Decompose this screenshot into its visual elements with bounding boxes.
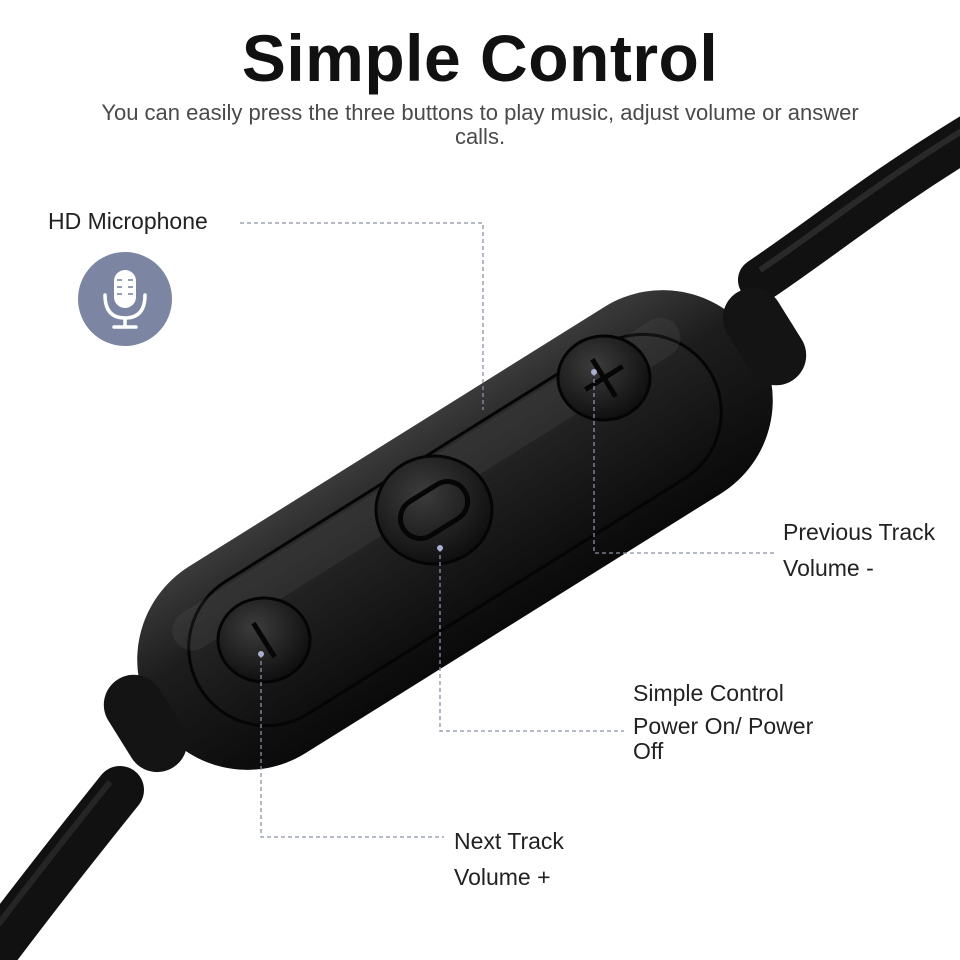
guide-line-center bbox=[439, 548, 624, 732]
previous-track-label: Previous Track bbox=[783, 519, 936, 545]
guide-line-minus bbox=[260, 654, 444, 838]
microphone-label: HD Microphone bbox=[48, 208, 208, 234]
volume-plus-button[interactable] bbox=[556, 334, 652, 422]
page-subtitle: You can easily press the three buttons t… bbox=[101, 100, 859, 149]
power-button[interactable] bbox=[374, 454, 494, 566]
minus-icon bbox=[251, 621, 277, 659]
microphone-badge bbox=[78, 252, 172, 346]
guide-lines bbox=[240, 222, 774, 838]
plus-icon bbox=[584, 358, 624, 398]
volume-minus-button[interactable] bbox=[216, 596, 312, 684]
volume-minus-label: Volume - bbox=[783, 555, 874, 581]
simple-control-label: Simple Control bbox=[633, 680, 784, 706]
cable-top bbox=[738, 116, 960, 302]
next-track-label: Next Track bbox=[454, 828, 564, 854]
volume-plus-label: Volume + bbox=[454, 864, 551, 890]
power-on-off-label: Power On/ Power Off bbox=[633, 713, 814, 764]
guide-dots bbox=[258, 369, 597, 657]
page-title: Simple Control bbox=[241, 21, 719, 95]
power-icon bbox=[397, 479, 471, 541]
cable-bottom bbox=[0, 766, 144, 960]
guide-line-plus bbox=[593, 372, 774, 554]
guide-line-microphone bbox=[240, 222, 484, 410]
